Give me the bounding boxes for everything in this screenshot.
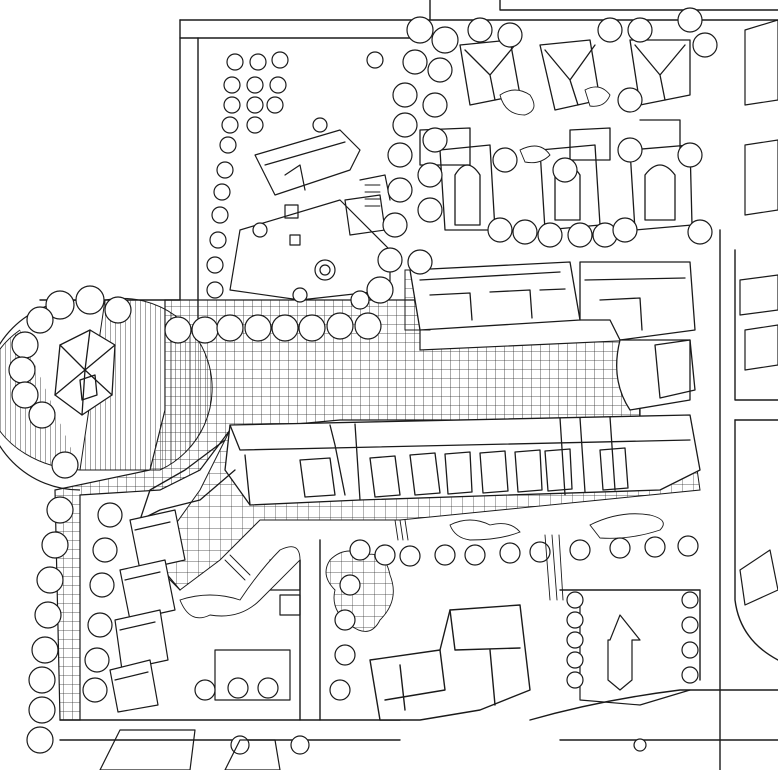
road-network — [39, 0, 778, 770]
stepped-terrace-block — [109, 509, 186, 713]
central-building-slab — [139, 414, 701, 591]
south-edge-roofs — [99, 729, 281, 770]
south-large-building — [369, 604, 531, 721]
hexagonal-pavilion — [54, 329, 116, 416]
east-houses — [739, 19, 778, 606]
slab-bay-units — [299, 447, 629, 498]
west-edge-tree-row — [8, 285, 132, 754]
plaza-north-tree-row — [164, 247, 433, 344]
upper-middle-building — [409, 261, 696, 411]
shrub-masses — [179, 86, 664, 632]
garden-tree-cluster — [206, 51, 384, 303]
north-tower-block — [419, 39, 693, 231]
stair-steps — [224, 184, 564, 601]
south-tree-row — [194, 535, 699, 755]
northwest-civic-building — [229, 129, 391, 301]
north-tree-row — [382, 7, 718, 248]
southeast-loop-path — [579, 599, 691, 706]
tree-canopies — [8, 7, 718, 755]
